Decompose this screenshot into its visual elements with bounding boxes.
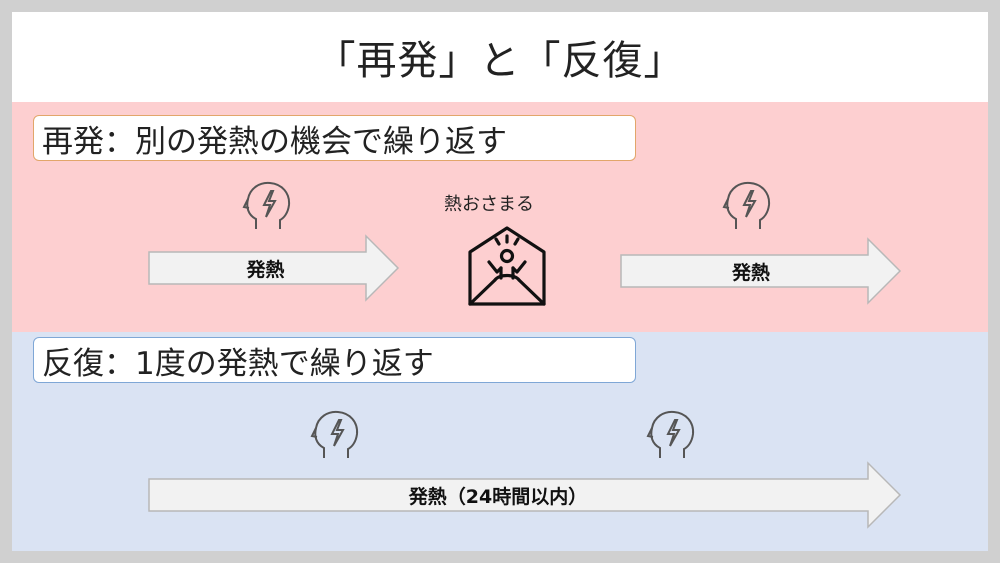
head-lightning-icon: [642, 406, 700, 464]
fever-arrow-2: 発熱: [620, 237, 902, 305]
fever-arrow-1-label: 発熱: [246, 258, 285, 281]
fever-arrow-2-label: 発熱: [731, 261, 770, 284]
repetition-label: 反復：1度の発熱で繰り返す: [33, 337, 636, 383]
fever-arrow-1: 発熱: [148, 234, 400, 302]
relief-envelope-icon: [467, 222, 547, 312]
fever-24h-arrow-label: 発熱（24時間以内）: [408, 485, 588, 508]
slide-title: 「再発」と「反復」: [315, 38, 685, 84]
fever-subsides-caption: 熱おさまる: [444, 194, 534, 215]
head-lightning-icon: [718, 177, 776, 235]
fever-24h-arrow: 発熱（24時間以内）: [148, 461, 902, 529]
head-lightning-icon: [306, 406, 364, 464]
recurrence-label: 再発：別の発熱の機会で繰り返す: [33, 115, 636, 161]
slide: 「再発」と「反復」 再発：別の発熱の機会で繰り返す 発熱 熱おさまる: [12, 12, 988, 551]
head-lightning-icon: [238, 177, 296, 235]
